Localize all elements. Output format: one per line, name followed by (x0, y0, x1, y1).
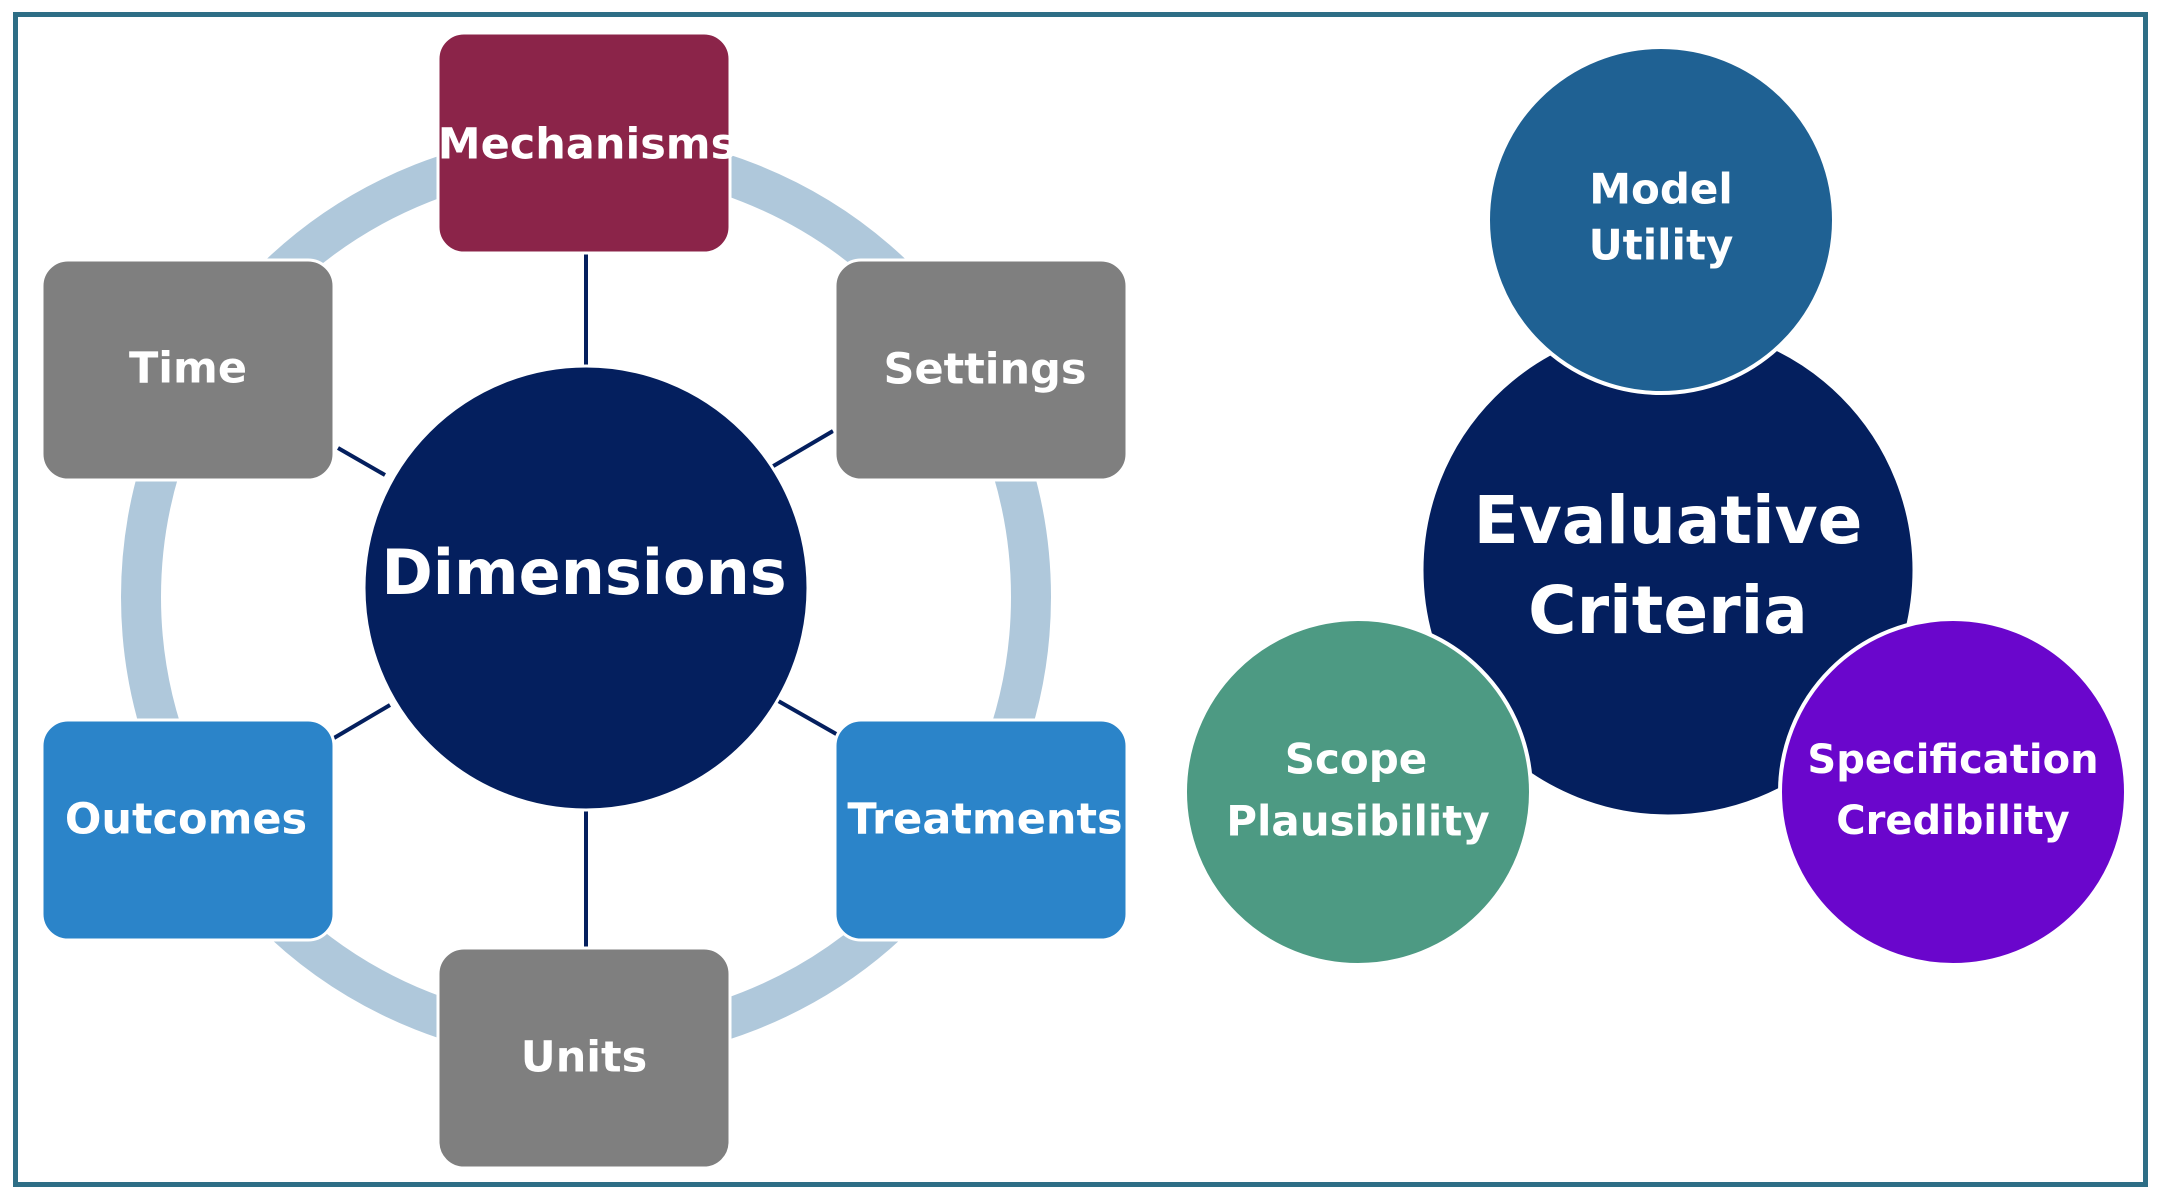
node-outcomes-label: Outcomes (65, 795, 307, 845)
node-time[interactable]: Time (40, 258, 336, 482)
node-units[interactable]: Units (436, 946, 732, 1170)
dimensions-diagram: Mechanisms Settings Treatments Units Out… (40, 31, 1129, 1170)
node-mechanisms[interactable]: Mechanisms (436, 31, 736, 255)
criterion-model-utility-line2: Utility (1589, 221, 1734, 270)
connector-time (337, 446, 386, 477)
evaluative-criteria-label-line1: Evaluative (1474, 482, 1863, 559)
dimensions-center-label: Dimensions (381, 536, 786, 609)
node-settings-label: Settings (884, 345, 1087, 395)
evaluative-criteria-label-line2: Criteria (1528, 572, 1808, 649)
criterion-specification-credibility-line2: Credibility (1836, 798, 2070, 844)
connector-outcomes (332, 703, 392, 740)
node-settings[interactable]: Settings (833, 258, 1129, 482)
connector-settings (768, 429, 835, 470)
node-outcomes[interactable]: Outcomes (40, 718, 336, 942)
dimensions-center[interactable]: Dimensions (362, 364, 810, 812)
node-mechanisms-label: Mechanisms (438, 120, 736, 170)
node-treatments[interactable]: Treatments (833, 718, 1129, 942)
criterion-scope-plausibility[interactable]: Scope Plausibility (1183, 617, 1533, 967)
criterion-model-utility[interactable]: Model Utility (1486, 45, 1836, 395)
criterion-scope-plausibility-line1: Scope (1285, 735, 1428, 784)
evaluative-criteria-center[interactable]: Evaluative Criteria (1420, 322, 1916, 818)
connector-treatments (772, 696, 839, 737)
evaluative-criteria-diagram: Evaluative Criteria Model Utility Scope … (1183, 45, 2128, 967)
criterion-specification-credibility-line1: Specification (1807, 737, 2098, 783)
criterion-model-utility-line1: Model (1589, 165, 1733, 214)
node-treatments-label: Treatments (847, 795, 1122, 845)
criterion-specification-credibility[interactable]: Specification Credibility (1778, 617, 2128, 967)
figure-border (13, 12, 2148, 1187)
node-time-label: Time (129, 344, 247, 394)
node-units-label: Units (521, 1033, 647, 1083)
criterion-scope-plausibility-line2: Plausibility (1226, 797, 1490, 846)
